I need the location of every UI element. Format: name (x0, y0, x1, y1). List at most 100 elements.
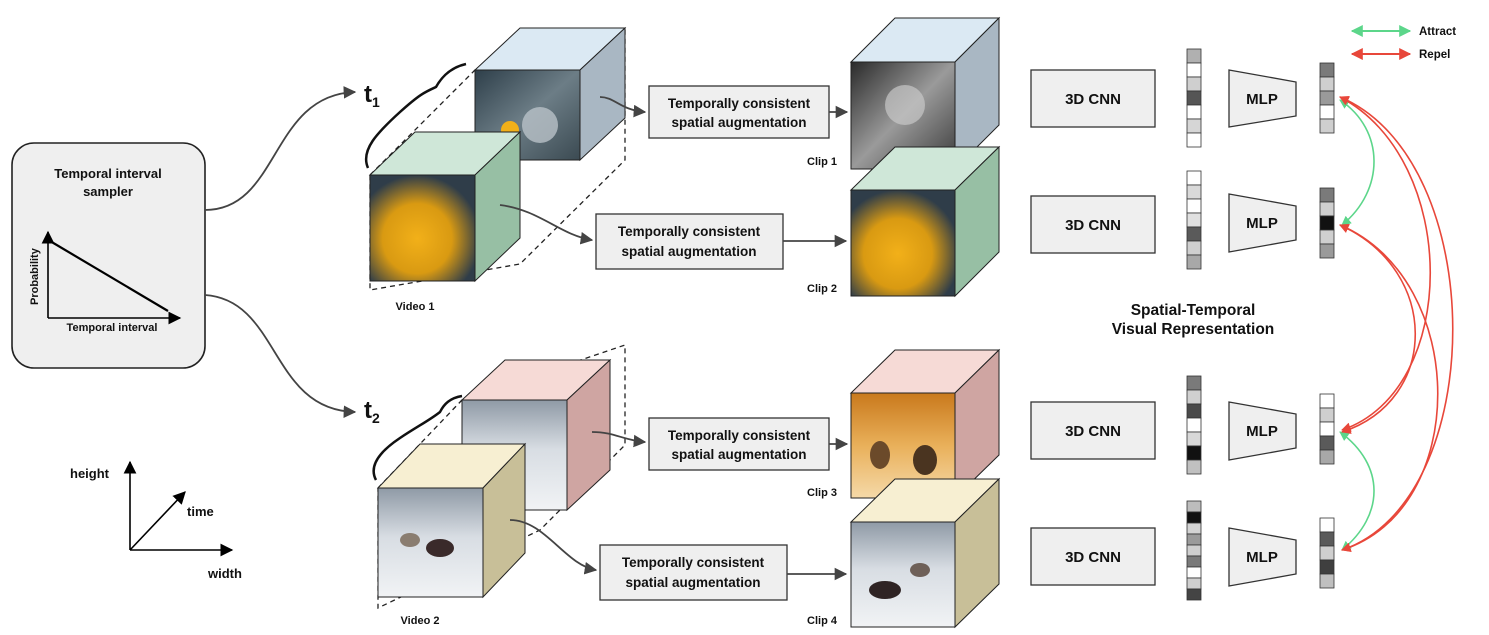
feature-cell (1319, 229, 1335, 245)
augmentation-2: Temporally consistent spatial augmentati… (499, 204, 848, 270)
clip-4-frame (850, 521, 956, 628)
sampler-title-line2: sampler (83, 184, 133, 199)
sampler-box (11, 142, 206, 369)
feature-cell (1186, 198, 1202, 214)
t2-label: t2 (364, 397, 380, 426)
feature-cell (1186, 76, 1202, 92)
feature-cell (1186, 104, 1202, 120)
arrow-sampler-to-t2 (204, 294, 357, 419)
feature-cell (1186, 375, 1202, 391)
aug2-line1: Temporally consistent (618, 224, 761, 239)
feature-cell (1319, 573, 1335, 589)
contrastive-arrows (1339, 95, 1454, 552)
feature-cell (1186, 184, 1202, 200)
feature-cell (1319, 421, 1335, 437)
aug4-line2: spatial augmentation (625, 575, 760, 590)
aug3-line2: spatial augmentation (671, 447, 806, 462)
feature-cell (1186, 522, 1202, 535)
arrow-sampler-to-t1 (204, 86, 357, 211)
frame-texture (913, 445, 937, 475)
feature-cell (1186, 48, 1202, 64)
clip-2: Clip 2 (807, 145, 1001, 298)
repel-arrow-clip1-clip4 (1339, 95, 1454, 552)
feature-cell (1186, 132, 1202, 148)
augmentation-box-4 (599, 544, 788, 601)
feature-cell (1186, 403, 1202, 419)
mlp-label-3: MLP (1246, 423, 1278, 440)
feature-cell (1319, 90, 1335, 106)
width-label: width (207, 566, 242, 581)
video-1-stack: Video 1 (368, 26, 627, 313)
clip-1: Clip 1 (807, 16, 1001, 171)
attract-arrow-clip3-clip4 (1339, 431, 1375, 551)
mlp-box-3 (1228, 401, 1297, 461)
t1-label: t1 (364, 81, 380, 110)
feature-cell (1186, 577, 1202, 590)
mlp-box-1 (1228, 69, 1297, 128)
encoders: 3D CNN 3D CNN 3D CNN 3D CNN MLP MLP MLP … (1030, 69, 1297, 587)
frame-texture (885, 85, 925, 125)
cnn-feature-vector-2 (1186, 170, 1202, 270)
feature-cell (1186, 588, 1202, 601)
feature-cell (1319, 187, 1335, 203)
feature-cell (1319, 215, 1335, 231)
cnn-feature-vector-3 (1186, 375, 1202, 475)
feature-cell (1186, 62, 1202, 78)
feature-cell (1186, 459, 1202, 475)
feature-cell (1319, 531, 1335, 547)
repel-arrow-clip1-clip3 (1339, 96, 1431, 432)
feature-cell (1319, 545, 1335, 561)
feature-cell (1319, 243, 1335, 259)
attract-arrow-clip1-clip2 (1339, 99, 1375, 226)
cnn-box-1 (1030, 69, 1156, 128)
mlp-label-2: MLP (1246, 215, 1278, 232)
feature-cell (1186, 212, 1202, 228)
feature-cell (1319, 393, 1335, 409)
frame-texture (910, 563, 930, 577)
sampler-y-label: Probability (29, 247, 41, 305)
feature-cell (1186, 240, 1202, 256)
feature-cell (1186, 90, 1202, 106)
representation-line2: Visual Representation (1112, 321, 1275, 338)
mlp-feature-vector-3 (1319, 393, 1335, 465)
feature-cell (1186, 445, 1202, 461)
clip-2-label: Clip 2 (807, 283, 837, 295)
t1-brace (365, 62, 467, 169)
aug1-line2: spatial augmentation (671, 115, 806, 130)
mlp-feature-vector-2 (1319, 187, 1335, 259)
video-2-label: Video 2 (401, 615, 440, 627)
t2-brace (372, 394, 463, 481)
augmentation-1: Temporally consistent spatial augmentati… (599, 85, 849, 139)
legend-attract-label: Attract (1419, 26, 1456, 38)
legend-repel-label: Repel (1419, 49, 1450, 61)
cnn-box-3 (1030, 401, 1156, 460)
frame-texture (426, 539, 454, 557)
mlp-feature-vector-1 (1319, 62, 1335, 134)
frame-texture (400, 533, 420, 547)
cnn-label-4: 3D CNN (1065, 549, 1121, 566)
cnn-label-2: 3D CNN (1065, 217, 1121, 234)
mlp-box-4 (1228, 527, 1297, 587)
temporal-interval-sampler: Temporal interval sampler Probability Te… (11, 142, 206, 369)
time-axis (129, 491, 186, 551)
feature-cell (1186, 254, 1202, 270)
augmentation-box-3 (648, 417, 830, 471)
clip-1-label: Clip 1 (807, 156, 837, 168)
feature-cell (1319, 559, 1335, 575)
cnn-box-4 (1030, 527, 1156, 586)
feature-cell (1186, 500, 1202, 513)
arrow-video2-to-aug4 (509, 519, 598, 575)
augmentation-box-2 (595, 213, 784, 270)
repel-arrow-clip2-clip4 (1339, 223, 1439, 552)
feature-cell (1186, 544, 1202, 557)
augmentation-3: Temporally consistent spatial augmentati… (591, 417, 849, 471)
video-1-label: Video 1 (396, 301, 435, 313)
aug3-line1: Temporally consistent (668, 428, 811, 443)
clip-4: Clip 4 (807, 477, 1001, 629)
feature-cell (1186, 170, 1202, 186)
cnn-label-1: 3D CNN (1065, 91, 1121, 108)
height-label: height (70, 466, 110, 481)
legend: Attract Repel (1350, 25, 1456, 61)
cnn-label-3: 3D CNN (1065, 423, 1121, 440)
